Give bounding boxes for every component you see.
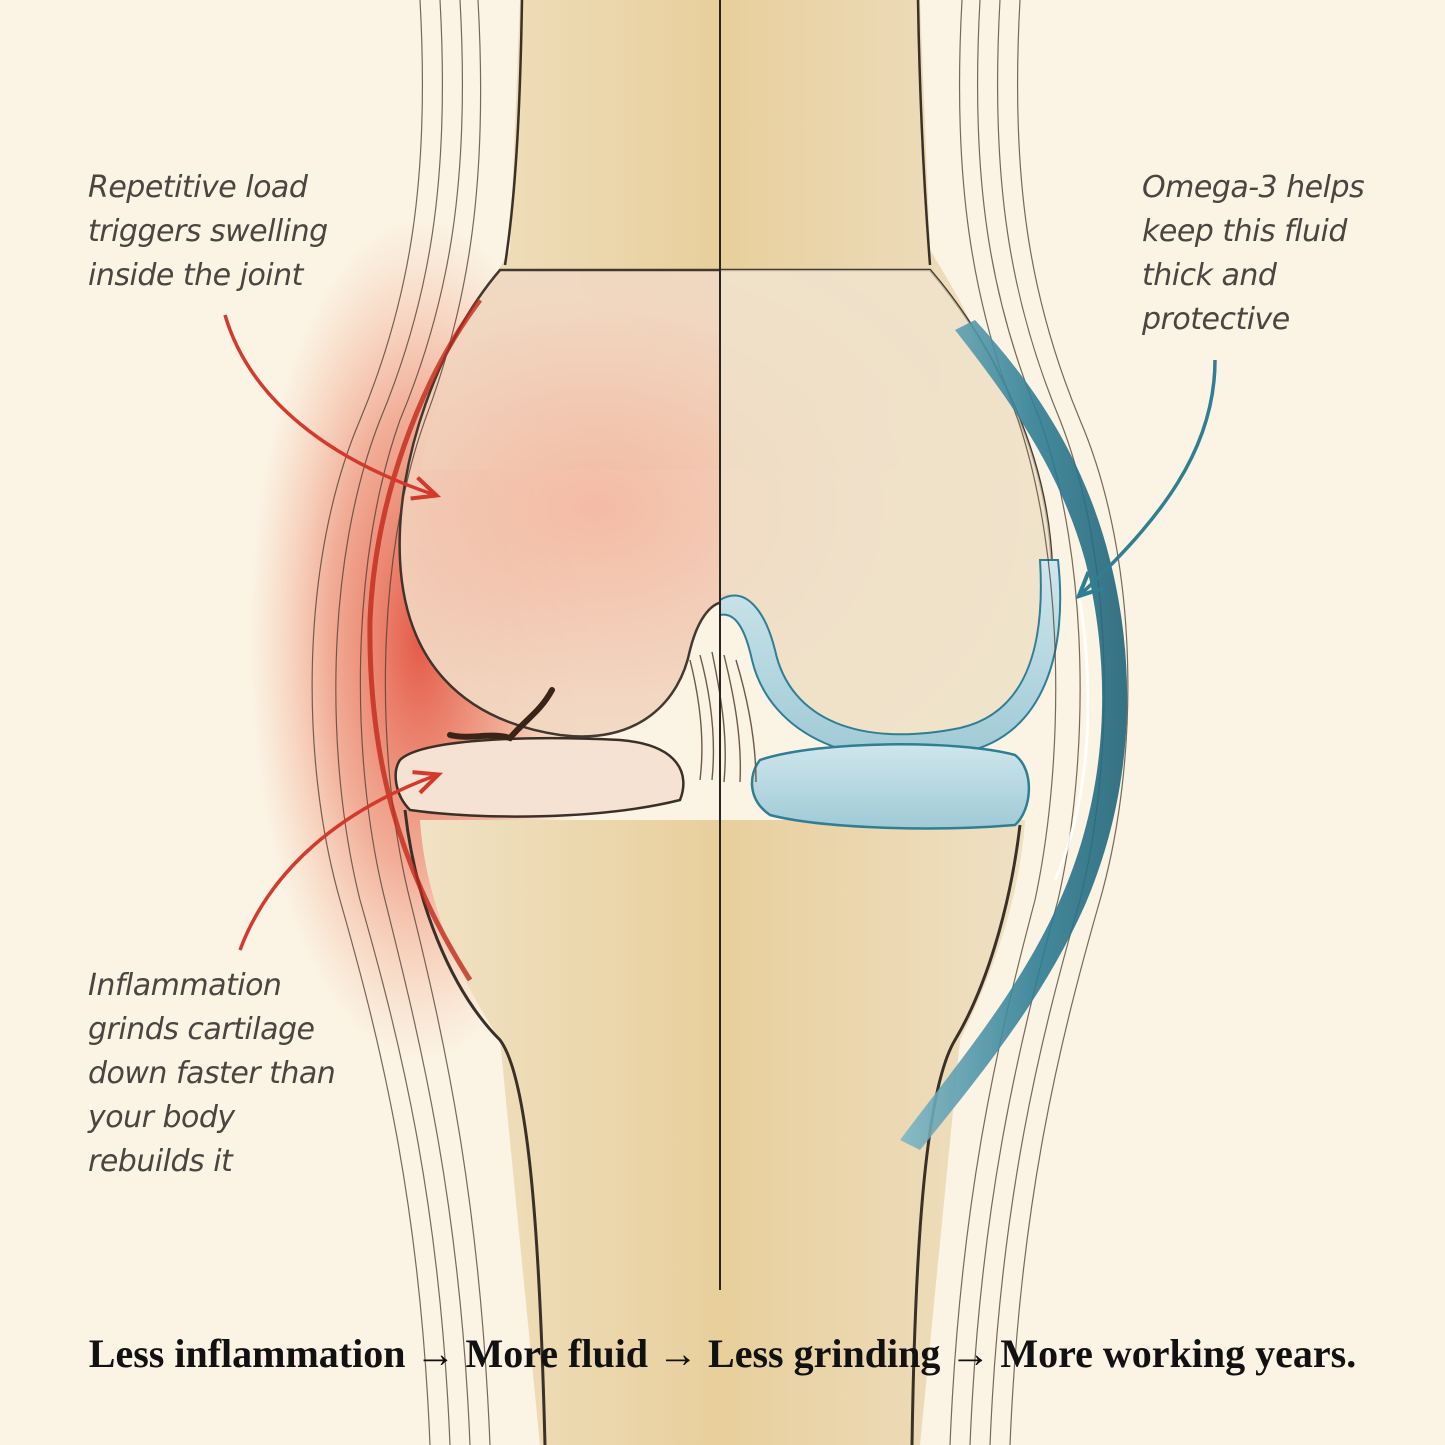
right-meniscus	[750, 743, 1031, 830]
femur-outline-right	[916, 0, 932, 266]
summary-caption: Less inflammation → More fluid → Less gr…	[88, 1331, 1357, 1376]
callout-line: protective	[1142, 302, 1290, 337]
callout-line: keep this fluid	[1142, 214, 1347, 249]
capsule-lines-left	[311, 0, 491, 1445]
tibia-outline-left	[403, 809, 547, 1445]
callout-line: Repetitive load	[88, 170, 308, 205]
callout-line: thick and	[1142, 258, 1277, 293]
fluid-highlight	[1053, 599, 1090, 881]
cartilage-crack	[447, 687, 555, 742]
tibia-outline-right	[910, 824, 1022, 1445]
callout-line: rebuilds it	[88, 1144, 233, 1179]
callout-line: down faster than	[88, 1056, 336, 1091]
callout-line: triggers swelling	[88, 214, 328, 249]
callout-omega: Omega-3 helps keep this fluid thick and …	[1142, 166, 1365, 342]
callout-line: grinds cartilage	[88, 1012, 315, 1047]
arrow-omega	[1080, 359, 1217, 595]
callout-swelling: Repetitive load triggers swelling inside…	[88, 166, 328, 298]
inflamed-capsule	[367, 298, 483, 982]
callout-line: Omega-3 helps	[1142, 170, 1365, 205]
femur-outline-left	[503, 0, 524, 266]
left-meniscus	[394, 736, 685, 818]
callout-line: Inflammation	[88, 968, 282, 1003]
callout-line: your body	[88, 1100, 235, 1135]
healthy-cartilage-cap	[719, 559, 1062, 760]
femur-right-shade	[720, 270, 1053, 746]
arrow-cartilage	[238, 775, 437, 951]
cruciate-ligaments	[689, 651, 757, 783]
arrow-swelling	[223, 314, 435, 495]
tibia-shaft	[420, 820, 1025, 1445]
callout-cartilage: Inflammation grinds cartilage down faste…	[88, 964, 336, 1184]
callout-line: inside the joint	[88, 258, 303, 293]
